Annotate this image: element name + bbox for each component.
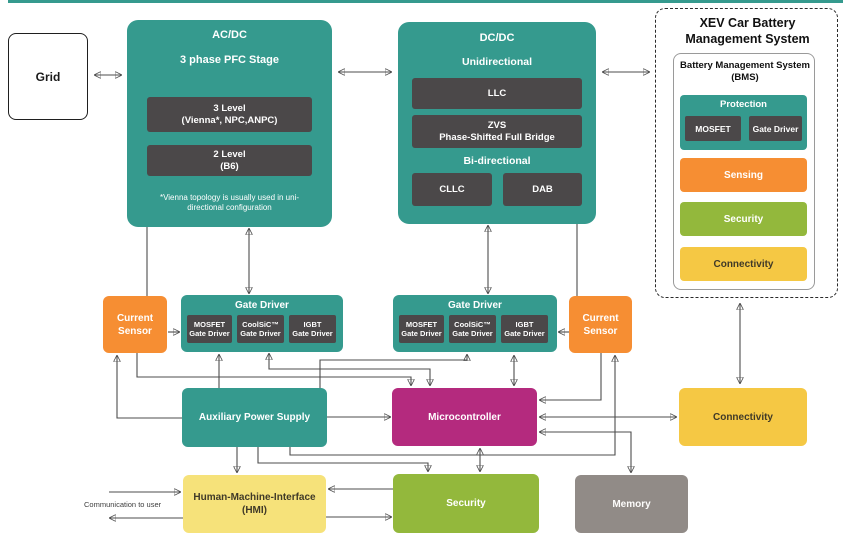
acdc-2level-line1: 2 Level [213,148,246,160]
label-line: Gate Driver [504,329,545,338]
dcdc-dab-option: DAB [503,173,582,206]
acdc-node: AC/DC 3 phase PFC Stage 3 Level (Vienna*… [127,20,332,227]
xev-panel-title: XEV Car Battery Management System [685,16,810,46]
current-sensor-left-node: Current Sensor [103,296,167,353]
connectivity-node: Connectivity [679,388,807,446]
acdc-footnote-line1: *Vienna topology is usually used in uni- [159,193,300,202]
bms-title: Battery Management System (BMS) [680,60,810,83]
label-line: IGBT [515,320,534,329]
acdc-3level-line2: (Vienna*, NPC,ANPC) [181,114,278,126]
bms-security-node: Security [680,202,807,236]
current-sensor-right-node: Current Sensor [569,296,632,353]
acdc-3level-line1: 3 Level [213,102,246,114]
wire-mcu-gate-driver-left [269,354,430,385]
wire-aux-to-sensor-left [117,356,182,419]
acdc-footnote-line2: directional configuration [187,203,272,213]
bms-protection-title: Protection [720,99,767,110]
wire-aux-to-gate-driver-right [319,355,467,388]
dcdc-unidirectional-label: Unidirectional [461,56,532,68]
acdc-2level-option: 2 Level (B6) [147,145,312,176]
acdc-footnote: *Vienna topology is usually used in uni-… [141,193,318,214]
label-line: Gate Driver [292,329,333,338]
label-line: IGBT [303,320,322,329]
acdc-3level-option: 3 Level (Vienna*, NPC,ANPC) [147,97,312,132]
label-line: CoolSiC™ [242,320,279,329]
auxiliary-power-supply-node: Auxiliary Power Supply [182,388,327,447]
wire-sensor-right-to-mcu [540,353,602,400]
hmi-node: Human-Machine-Interface (HMI) [183,475,326,533]
bms-sensing-node: Sensing [680,158,807,192]
hmi-line2: (HMI) [242,505,267,516]
label-line: Gate Driver [401,329,442,338]
mosfet-gate-driver-node: MOSFET Gate Driver [187,315,232,343]
security-node: Security [393,474,539,533]
mosfet-gate-driver-node: MOSFET Gate Driver [399,315,444,343]
dcdc-cllc-option: CLLC [412,173,492,206]
bms-connectivity-node: Connectivity [680,247,807,281]
memory-node: Memory [575,475,688,533]
xev-bms-panel: XEV Car Battery Management System Batter… [655,8,838,298]
label-line: CoolSiC™ [454,320,491,329]
label-line: Gate Driver [452,329,493,338]
label-line: Gate Driver [189,329,230,338]
gate-driver-right-title: Gate Driver [448,300,502,311]
hmi-line1: Human-Machine-Interface [193,491,316,503]
label-line: MOSFET [193,320,226,329]
microcontroller-node: Microcontroller [392,388,537,446]
label-line: Gate Driver [240,329,281,338]
acdc-stage-label: 3 phase PFC Stage [179,54,280,66]
wire-mcu-memory [540,432,631,472]
bms-mosfet-node: MOSFET [685,116,741,141]
wire-sensor-left-to-mcu [136,353,411,385]
dcdc-zvs-line2: Phase-Shifted Full Bridge [439,131,555,143]
gate-driver-left-node: Gate Driver MOSFET Gate Driver CoolSiC™ … [181,295,343,352]
communication-to-user-label: Communication to user [84,500,162,509]
dcdc-zvs-option: ZVS Phase-Shifted Full Bridge [412,115,582,148]
acdc-title: AC/DC [212,29,247,41]
dcdc-node: DC/DC Unidirectional LLC ZVS Phase-Shift… [398,22,596,224]
dcdc-title: DC/DC [479,32,515,44]
bms-gate-driver-node: Gate Driver [749,116,802,141]
acdc-2level-line2: (B6) [220,160,239,172]
grid-node: Grid [8,33,88,120]
grid-label: Grid [35,69,61,84]
gate-driver-right-node: Gate Driver MOSFET Gate Driver CoolSiC™ … [393,295,557,352]
igbt-gate-driver-node: IGBT Gate Driver [501,315,548,343]
dcdc-llc-option: LLC [412,78,582,109]
wire-aux-to-security [257,447,428,471]
igbt-gate-driver-node: IGBT Gate Driver [289,315,336,343]
bms-node: Battery Management System (BMS) Protecti… [673,53,815,290]
top-accent-bar [8,0,843,3]
coolsic-gate-driver-node: CoolSiC™ Gate Driver [449,315,496,343]
gate-driver-left-title: Gate Driver [235,300,289,311]
dcdc-bidirectional-label: Bi-directional [463,155,531,167]
bms-protection-node: Protection MOSFET Gate Driver [680,95,807,150]
label-line: MOSFET [405,320,438,329]
coolsic-gate-driver-node: CoolSiC™ Gate Driver [237,315,284,343]
dcdc-zvs-line1: ZVS [487,119,507,131]
